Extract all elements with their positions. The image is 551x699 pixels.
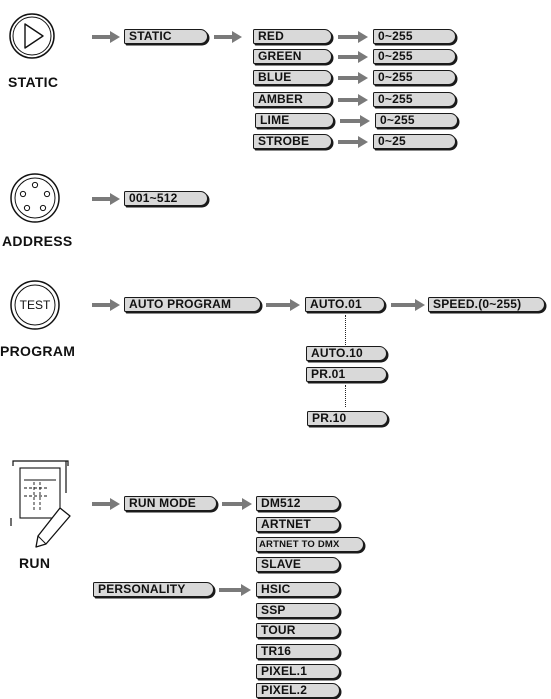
channel-amber-pill[interactable]: AMBER <box>253 92 332 107</box>
range-blue-pill[interactable]: 0~255 <box>373 70 456 85</box>
auto-01-pill[interactable]: AUTO.01 <box>305 297 385 312</box>
address-value-pill[interactable]: 001~512 <box>124 191 208 206</box>
range-amber-pill[interactable]: 0~255 <box>373 92 456 107</box>
channel-green-pill[interactable]: GREEN <box>253 49 332 64</box>
address-label: ADDRESS <box>2 233 73 249</box>
arrow-icon <box>338 51 368 63</box>
personality-pixel1-pill[interactable]: PIXEL.1 <box>256 664 340 679</box>
auto-program-pill[interactable]: AUTO PROGRAM <box>124 297 261 312</box>
channel-lime-pill[interactable]: LIME <box>255 113 334 128</box>
arrow-icon <box>338 94 368 106</box>
channel-red-pill[interactable]: RED <box>253 29 332 44</box>
speed-pill[interactable]: SPEED.(0~255) <box>428 297 545 312</box>
personality-tour-pill[interactable]: TOUR <box>256 623 340 638</box>
play-icon <box>9 13 55 59</box>
run-mode-pill[interactable]: RUN MODE <box>124 496 217 511</box>
range-green-pill[interactable]: 0~255 <box>373 49 456 64</box>
channel-blue-pill[interactable]: BLUE <box>253 70 332 85</box>
range-strobe-pill[interactable]: 0~25 <box>373 134 456 149</box>
run-mode-slave-pill[interactable]: SLAVE <box>256 557 340 572</box>
personality-tr16-pill[interactable]: TR16 <box>256 644 340 659</box>
personality-pill[interactable]: PERSONALITY <box>93 582 214 597</box>
arrow-icon <box>338 72 368 84</box>
arrow-icon <box>219 584 251 596</box>
arrow-icon <box>92 31 120 43</box>
program-label: PROGRAM <box>0 343 76 359</box>
arrow-icon <box>266 299 300 311</box>
arrow-icon <box>92 299 120 311</box>
arrow-icon <box>92 193 120 205</box>
run-mode-artnet-pill[interactable]: ARTNET <box>256 517 340 532</box>
run-edit-icon <box>10 460 71 548</box>
dmx-connector-icon <box>10 173 60 223</box>
pr-10-pill[interactable]: PR.10 <box>307 411 388 426</box>
test-icon-text: TEST <box>19 298 51 312</box>
arrow-icon <box>338 136 368 148</box>
arrow-icon <box>391 299 425 311</box>
static-mode-pill[interactable]: STATIC <box>124 29 208 44</box>
arrow-icon <box>92 498 120 510</box>
personality-hsic-pill[interactable]: HSIC <box>256 582 340 597</box>
run-label: RUN <box>19 555 51 571</box>
dotted-connector <box>345 385 346 407</box>
test-button-icon <box>10 280 60 330</box>
run-mode-dm512-pill[interactable]: DM512 <box>256 496 340 511</box>
run-mode-artnet-to-dmx-pill[interactable]: ARTNET TO DMX <box>256 537 364 552</box>
range-lime-pill[interactable]: 0~255 <box>375 113 458 128</box>
arrow-icon <box>222 498 252 510</box>
personality-ssp-pill[interactable]: SSP <box>256 603 340 618</box>
arrow-icon <box>340 115 370 127</box>
static-label: STATIC <box>8 74 59 90</box>
personality-pixel2-pill[interactable]: PIXEL.2 <box>256 683 340 698</box>
range-red-pill[interactable]: 0~255 <box>373 29 456 44</box>
auto-10-pill[interactable]: AUTO.10 <box>306 346 387 361</box>
arrow-icon <box>214 31 242 43</box>
pr-01-pill[interactable]: PR.01 <box>306 367 387 382</box>
arrow-icon <box>338 31 368 43</box>
channel-strobe-pill[interactable]: STROBE <box>253 134 332 149</box>
dotted-connector <box>345 315 346 345</box>
